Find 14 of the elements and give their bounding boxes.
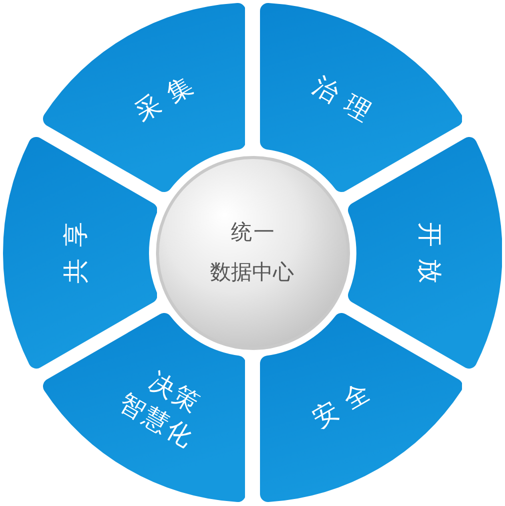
segment-label: 安全: [306, 371, 386, 436]
ring-segment: [260, 3, 462, 192]
ring-segment: [42, 3, 246, 192]
ring-segment: [2, 137, 157, 369]
center-circle: [156, 156, 350, 350]
ring-segment: [348, 137, 502, 369]
segment-label: 开放: [414, 221, 446, 295]
segment-label: 采集: [128, 64, 208, 129]
ring-segment: [42, 313, 246, 503]
ring-segment: [260, 313, 462, 503]
segment-label: 共享: [59, 211, 90, 286]
center-label: 统一数据中心: [210, 219, 295, 286]
segment-label: 决策智慧化: [114, 366, 207, 456]
segment-label: 治理: [306, 70, 386, 135]
